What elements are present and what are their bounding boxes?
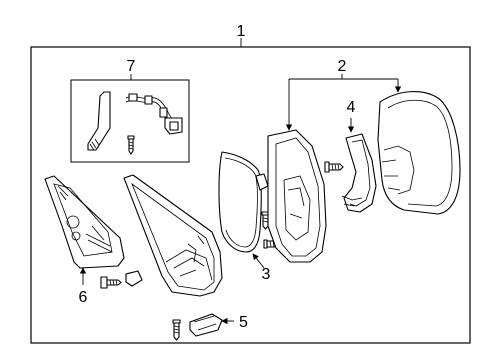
callout-4: 4 — [347, 99, 356, 116]
glass-screw-upper — [261, 211, 270, 230]
mount-bracket — [189, 313, 223, 337]
mirror-housing — [255, 129, 327, 263]
callout-2-leader — [289, 74, 398, 80]
housing-screw — [324, 161, 344, 173]
base-screw — [100, 276, 122, 289]
callout-7: 7 — [127, 58, 136, 75]
callout-6: 6 — [79, 289, 88, 306]
mirror-glass — [218, 151, 262, 253]
callout-3-leader — [252, 253, 265, 269]
mirror-cover — [377, 91, 461, 215]
wiring-harness — [87, 91, 183, 151]
assembly-frame — [30, 46, 471, 344]
base-mount — [44, 175, 125, 269]
clip — [125, 270, 143, 287]
bracket-screw — [172, 319, 181, 341]
callout-1: 1 — [237, 23, 246, 40]
base-bracket — [123, 174, 223, 297]
harness-screw — [127, 135, 135, 155]
callout-3: 3 — [262, 266, 271, 283]
harness-kit-box — [70, 79, 190, 163]
turn-signal-lamp — [341, 133, 377, 213]
callout-5: 5 — [239, 314, 248, 331]
callout-2: 2 — [338, 58, 347, 75]
